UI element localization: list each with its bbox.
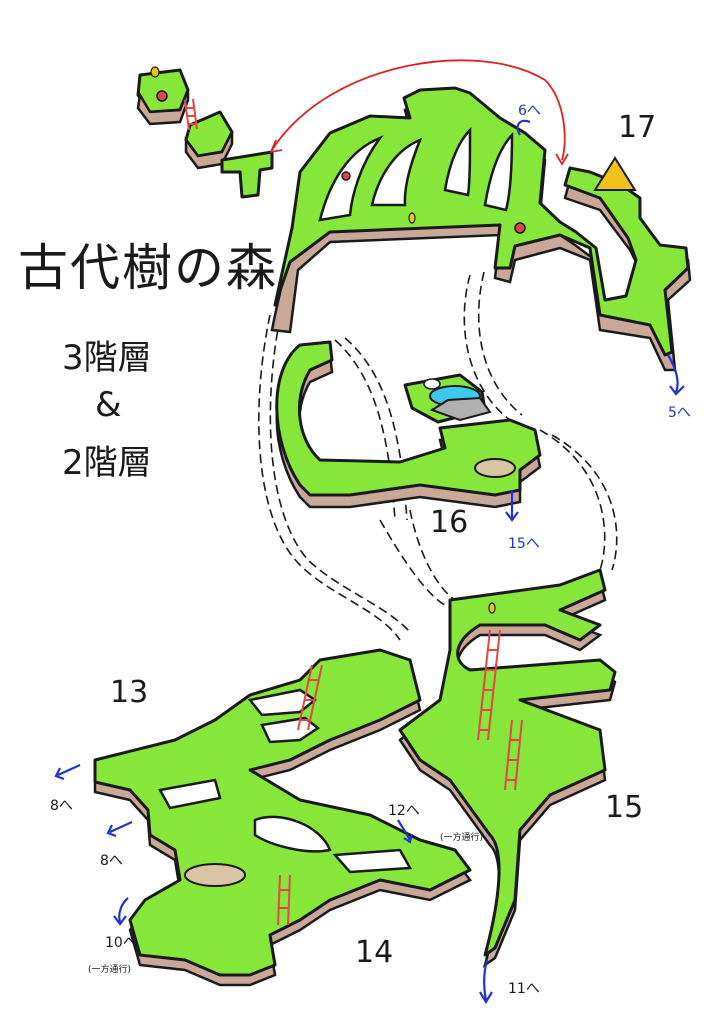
route-arrow-head-2 [269,139,283,154]
egg-icon-2 [408,212,416,224]
zone-label-14: 14 [355,935,394,970]
exit-label-15[interactable]: 15へ [508,536,540,552]
map-title: 古代樹の森 [18,239,278,297]
exit-arrow-icon-12 [397,819,414,844]
oneway-note-10: (一方通行) [88,965,132,975]
area-17-canopy [136,68,692,372]
floor-line-1: 3階層 [62,338,152,378]
floor-line-2: & [95,385,122,425]
exit-label-11[interactable]: 11へ [508,981,540,997]
area-13-14 [93,648,472,987]
zone-label-16: 16 [430,505,469,540]
exit-label-5[interactable]: 5へ [668,405,691,421]
egg-icon [150,66,160,78]
exit-arrow-icon-8a [54,763,81,781]
mushroom-icon [156,90,168,102]
exit-label-8b[interactable]: 8へ [100,853,123,869]
exit-arrow-icon-6 [516,119,531,136]
route-arrow-head-1 [555,153,569,166]
exit-label-12[interactable]: 12へ [388,803,420,819]
oneway-note-15: (一方通行) [440,833,484,843]
route-arrow-17 [271,59,566,161]
mushroom-icon-3 [341,171,351,181]
floor-line-3: 2階層 [62,443,152,483]
nest-icon-lower [184,863,246,887]
zone-label-15: 15 [605,790,644,825]
exit-arrow-icon-5 [667,354,685,396]
exit-arrow-icon-11 [479,959,493,1005]
exit-arrow-icon-8b [106,820,133,838]
ladder-icon [184,98,523,926]
bird-icon [423,378,441,390]
exit-arrow-icon-10 [113,897,129,926]
nest-icon [474,458,516,478]
exit-arrow-icon-15 [505,490,519,522]
zone-label-13: 13 [110,675,149,710]
rock-icon [429,396,492,422]
egg-icon-3 [488,602,496,614]
exit-label-8a[interactable]: 8へ [50,798,73,814]
area-16-loop [275,340,542,509]
exit-label-6[interactable]: 6へ [518,103,541,119]
exit-label-10[interactable]: 10へ [105,935,137,951]
mushroom-icon-2 [514,222,526,234]
camp-tent-icon [593,156,637,191]
zone-label-17: 17 [618,110,657,145]
